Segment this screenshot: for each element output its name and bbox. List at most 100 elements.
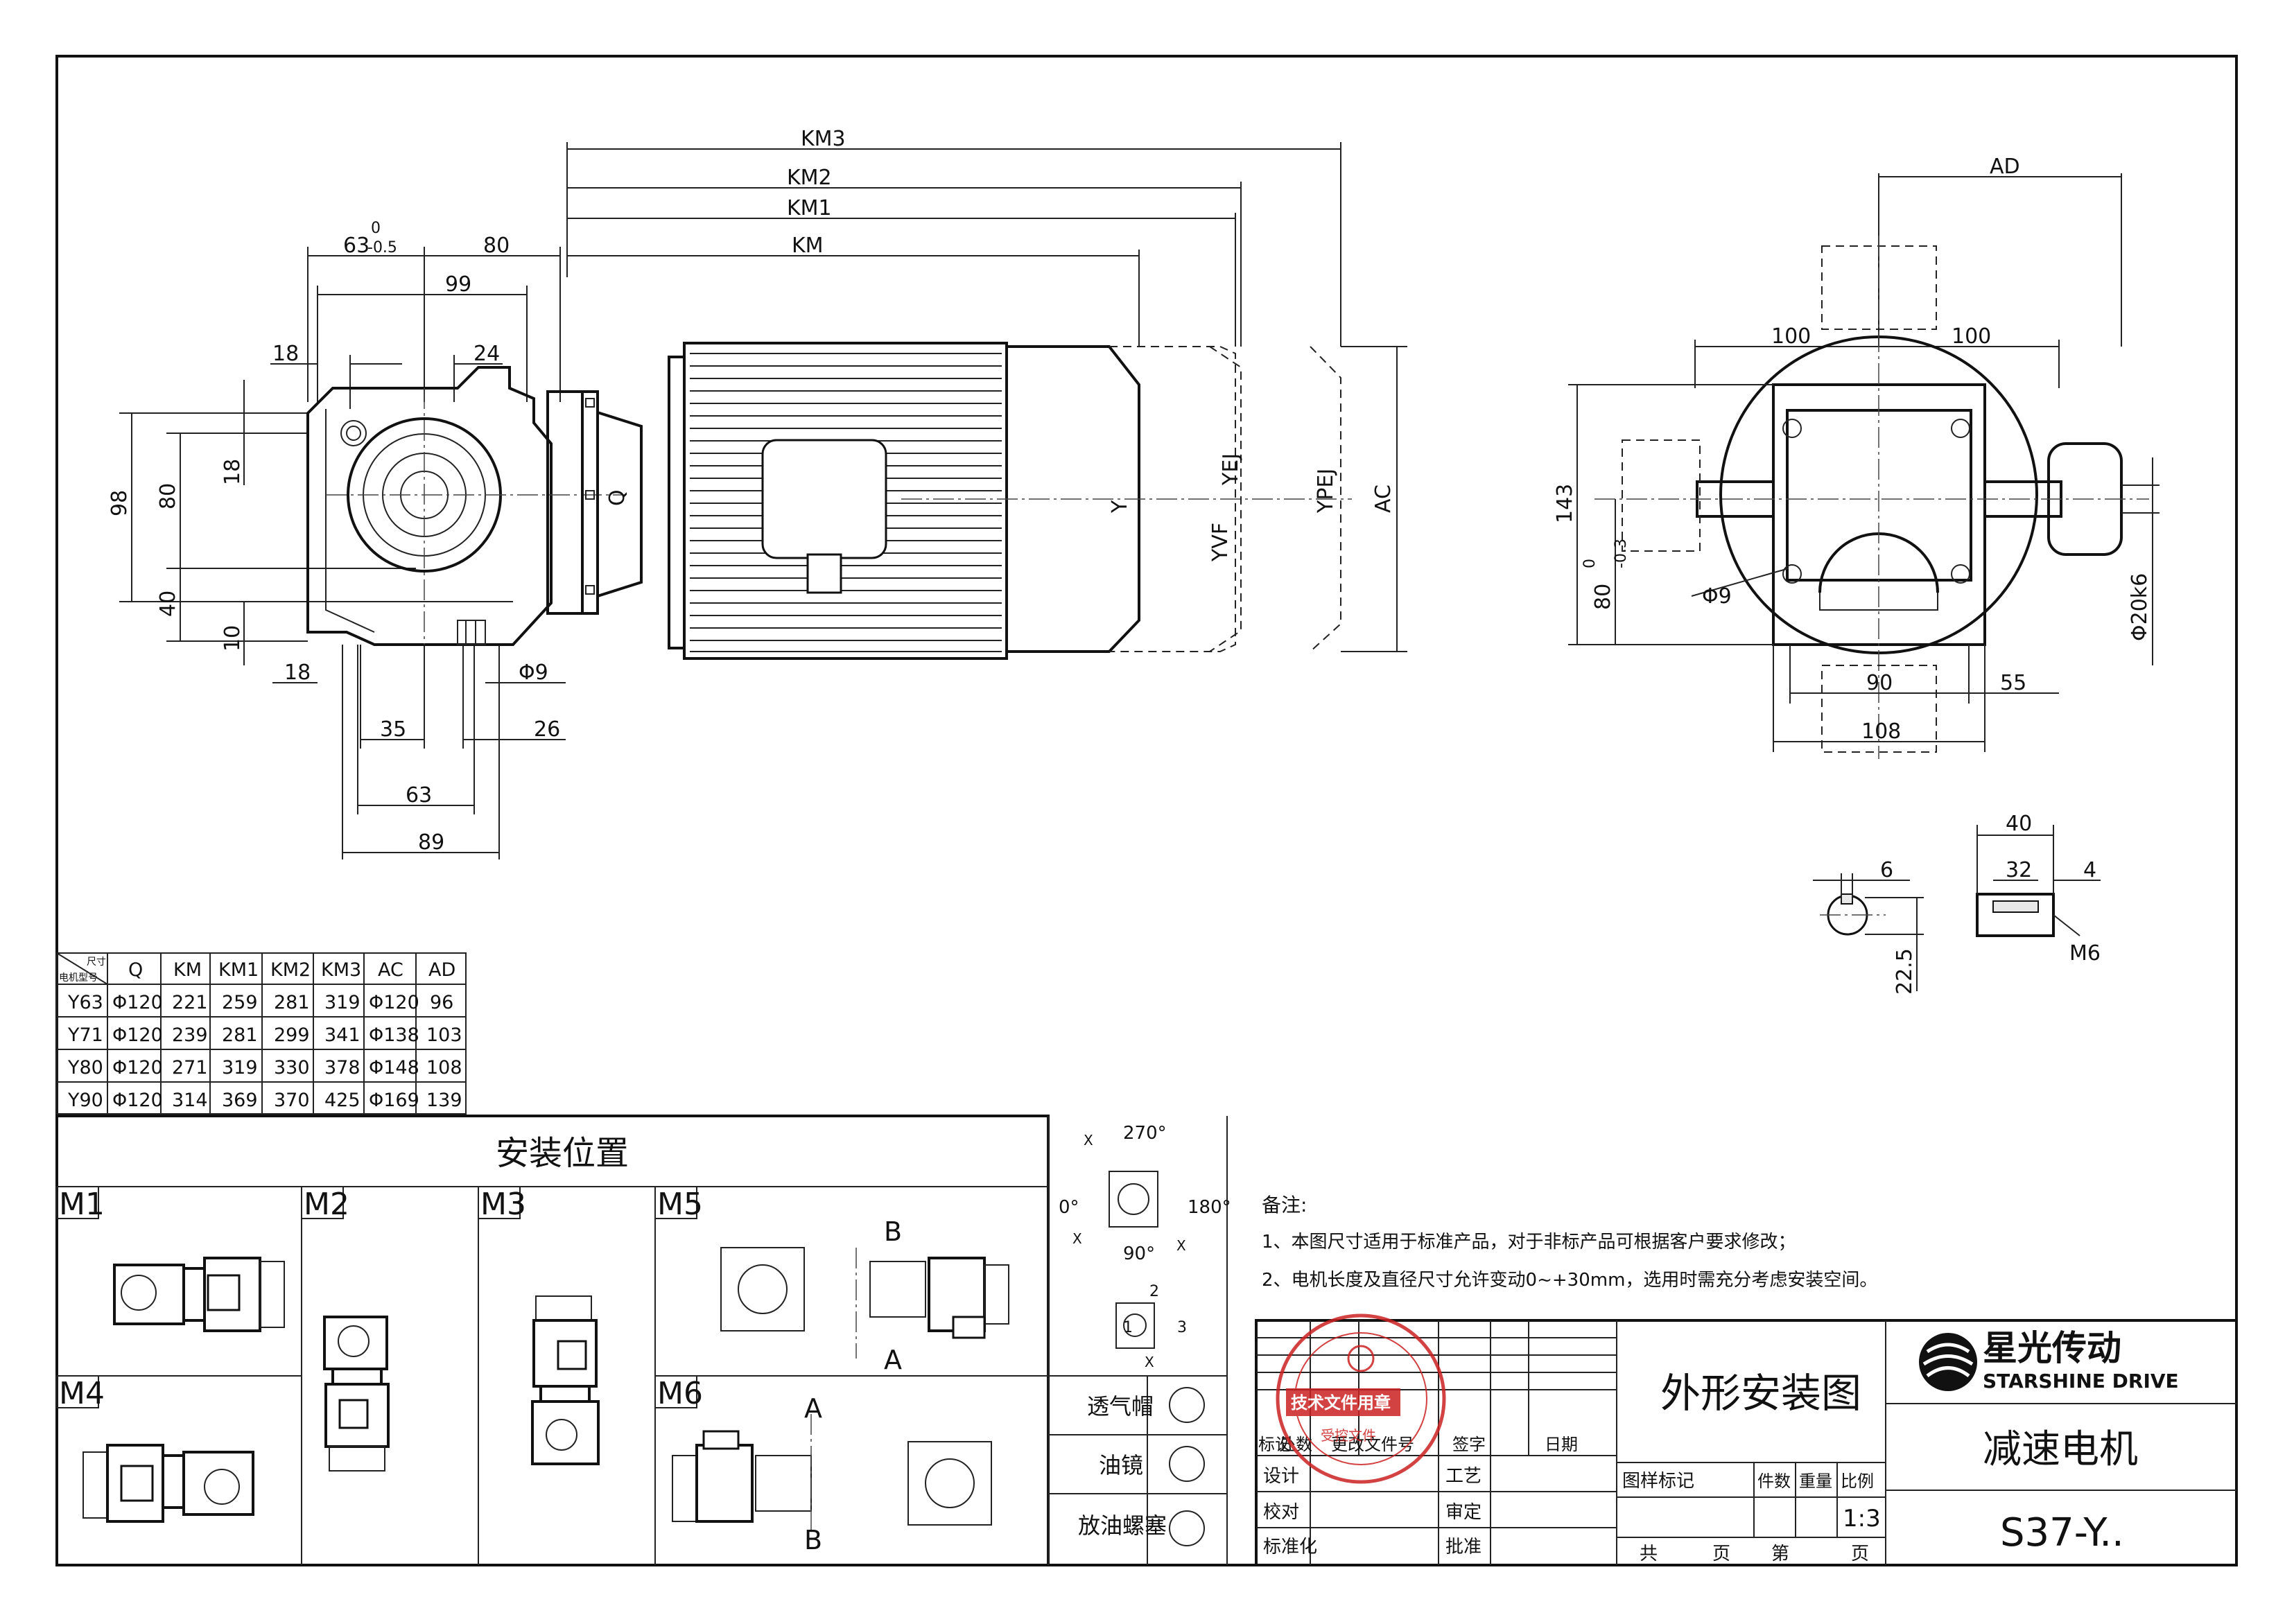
left-vertical-dimensions: 98 80 18 40 10 [107,380,416,665]
sheet-no-label: 第 [1771,1544,1789,1564]
table-row-cell: Y90 [67,1090,103,1111]
view-a-bottom: A [804,1393,822,1424]
dim-32: 32 [2006,858,2032,882]
col-drawing-mark: 图样标记 [1622,1471,1694,1492]
dim-km: KM [792,234,824,258]
table-row-cell: 378 [324,1057,360,1079]
model-number: S37-Y.. [2000,1510,2124,1555]
table-row-cell: 221 [172,992,208,1013]
m2-illustration [323,1316,390,1472]
m6-illustration: A B [672,1393,992,1555]
table-row-cell: Φ120 [112,1057,163,1079]
dim-phi9: Φ9 [519,661,548,685]
gearbox-front-view: Q [306,366,643,646]
dim-100-left: 100 [1771,324,1811,349]
table-row-cell: Φ120 [369,992,419,1013]
role-approve: 批准 [1445,1537,1481,1557]
orientation-marker-3: 3 [1177,1319,1187,1336]
rev-header-sign: 签字 [1452,1435,1486,1454]
orientation-marker-x: X [1084,1132,1093,1149]
dim-4: 4 [2083,858,2096,882]
dim-100-right: 100 [1952,324,1991,349]
mount-label-m4: M4 [59,1376,105,1411]
cooling-fins [690,353,1002,652]
dim-km3: KM3 [801,127,846,151]
table-row-cell: Φ120 [112,1024,163,1046]
orientation-marker-x: X [1072,1230,1082,1247]
legend-oil-sight: 油镜 [1099,1452,1143,1478]
dim-63-tol-upper: 0 [371,220,381,237]
dim-80-side: 80 [1591,584,1615,610]
dim-phi20: Φ20k6 [2128,573,2152,641]
title-block: 标记 处数 更改文件号 签字 日期 设计 校对 标准化 工艺 审定 批准 外形安… [1255,1313,2238,1566]
dim-yvf: YVF [1208,523,1233,562]
mount-label-m5: M5 [657,1187,703,1222]
dim-q: Q [605,489,629,506]
notes: 备注: 1、本图尺寸适用于标准产品，对于非标产品可根据客户要求修改； 2、电机长… [1262,1194,1877,1291]
mount-label-m3: M3 [480,1187,526,1222]
orientation-marker-x: X [1145,1354,1154,1370]
dim-26: 26 [534,717,560,742]
dim-143: 143 [1553,484,1577,523]
dim-98: 98 [107,490,132,516]
role-standard: 标准化 [1263,1537,1317,1557]
table-row-cell: Φ138 [369,1024,419,1046]
dim-89: 89 [418,830,444,855]
oil-sight-icon [1169,1446,1205,1482]
table-row-cell: 370 [274,1090,310,1111]
note-line-2: 2、电机长度及直径尺寸允许变动0~+30mm，选用时需充分考虑安装空间。 [1262,1270,1877,1291]
col-scale: 比例 [1841,1472,1874,1491]
brand-logo: 星光传动 STARSHINE DRIVE [1919,1328,2179,1392]
dim-40-shaft: 40 [2006,812,2032,836]
table-header-km2: KM2 [270,959,311,981]
role-review: 审定 [1445,1502,1481,1523]
mounting-positions-panel: 安装位置 M1 M2 M3 M4 M5 M6 [55,1115,1231,1566]
table-header-ad: AD [428,959,455,981]
table-header-q: Q [128,959,143,981]
dim-55: 55 [2000,671,2026,695]
mount-label-m1: M1 [59,1187,105,1222]
table-row-cell: 341 [324,1024,360,1046]
orientation-marker-2: 2 [1149,1283,1159,1300]
legend-breather: 透气帽 [1087,1393,1154,1420]
table-row-cell: Y63 [67,992,103,1013]
dim-80: 80 [483,234,510,258]
km-dimensions: KM3 KM2 KM1 KM [566,127,1341,347]
role-design: 设计 [1263,1466,1299,1487]
view-b-bottom: B [804,1525,822,1555]
terminal-box [761,439,887,559]
dim-phi9-side: Φ9 [1702,584,1732,609]
table-header-km3: KM3 [321,959,361,981]
dim-km1: KM1 [787,196,832,220]
sheet-total-label: 共 [1640,1544,1658,1564]
dim-ad: AD [1990,155,2020,179]
dim-6: 6 [1880,858,1893,882]
table-row-cell: Y80 [67,1057,103,1079]
mounting-title: 安装位置 [496,1134,629,1173]
dim-ypej: YPEJ [1314,469,1338,514]
table-row-cell: 96 [430,992,453,1013]
dim-63-bottom: 63 [406,783,432,807]
table-row-cell: Φ148 [369,1057,419,1079]
m1-illustration [113,1257,285,1332]
dim-99: 99 [445,272,471,297]
view-b-top: B [884,1216,902,1247]
table-row-cell: 319 [324,992,360,1013]
table-row-cell: 239 [172,1024,208,1046]
angle-90: 90° [1123,1243,1155,1264]
table-row-cell: 425 [324,1090,360,1111]
dim-80-side-tol-upper: 0 [1581,559,1599,568]
sheet-border [55,55,2238,1566]
control-stamp: 技术文件用章 受控文件 [1276,1313,1446,1484]
dim-y: Y [1108,500,1132,514]
notes-heading: 备注: [1262,1194,1307,1216]
table-header-km: KM [173,959,202,981]
m3-illustration [531,1295,600,1465]
dim-m6: M6 [2069,941,2101,966]
table-row-cell: Φ169 [369,1090,419,1111]
dim-90: 90 [1866,671,1893,695]
table-row-cell: Φ120 [112,992,163,1013]
angle-0: 0° [1059,1197,1079,1218]
dim-18-top: 18 [272,342,299,366]
